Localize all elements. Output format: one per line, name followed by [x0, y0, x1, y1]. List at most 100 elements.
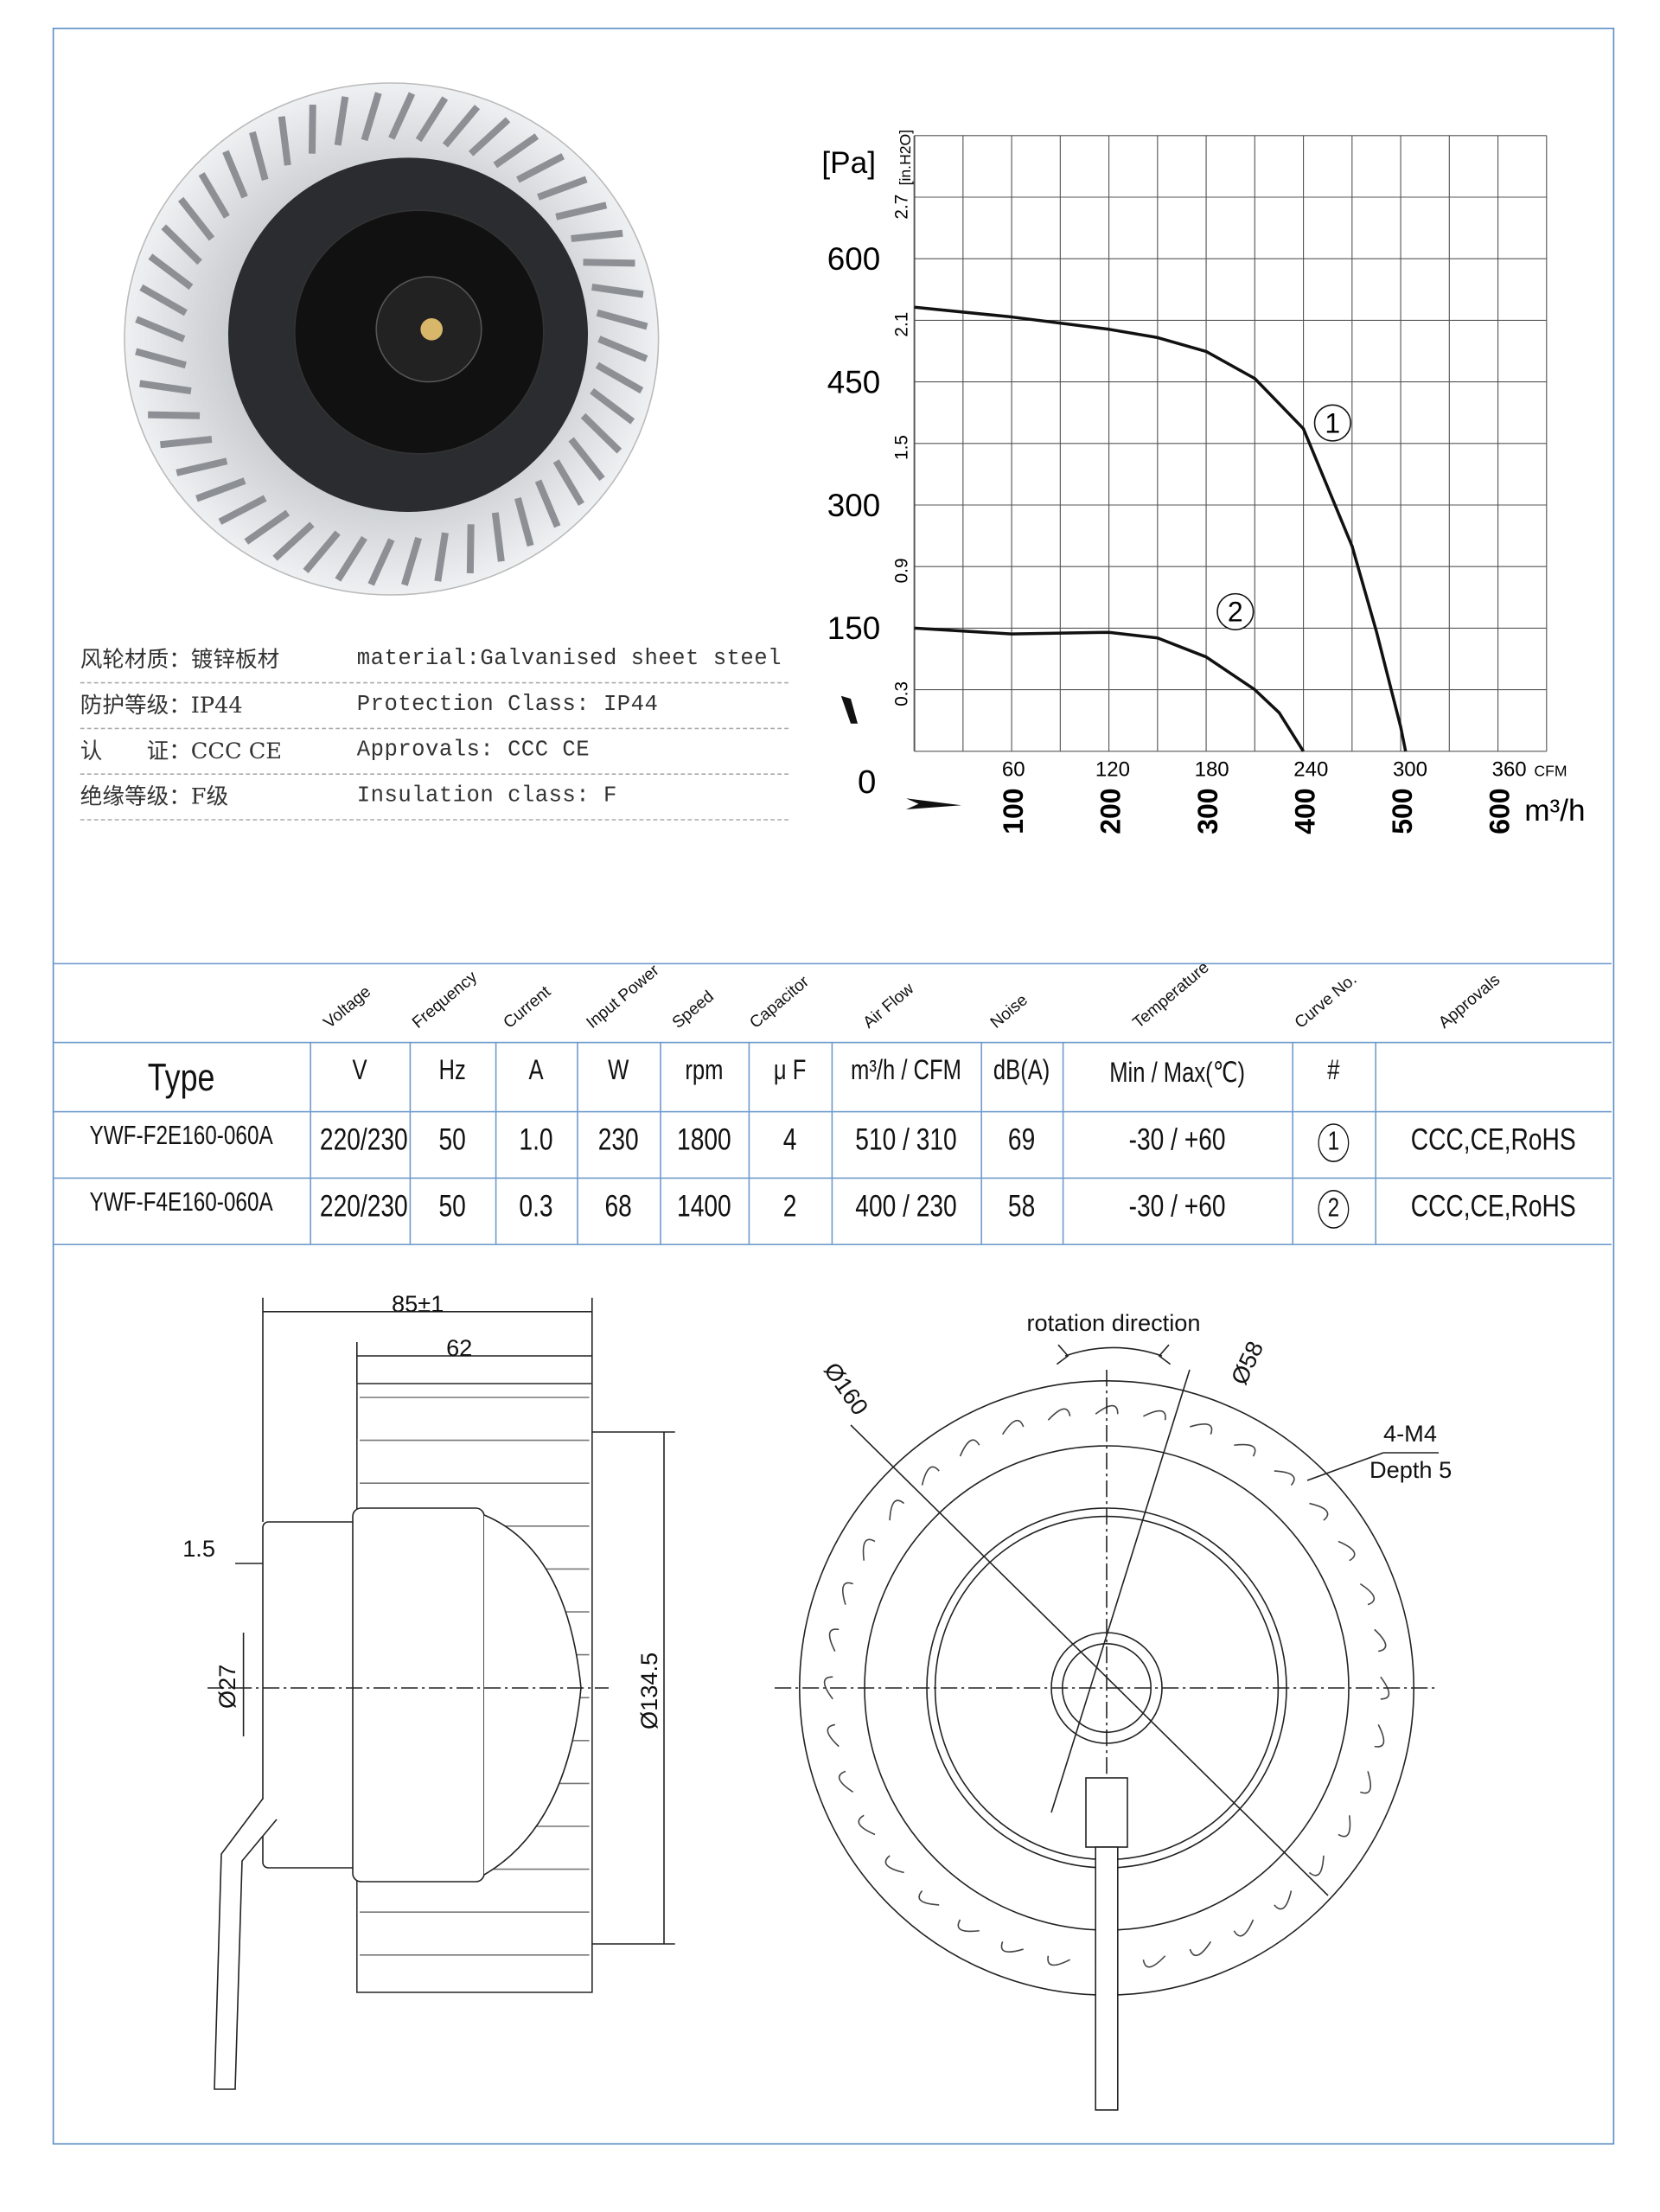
blade: [590, 387, 635, 425]
y2-tick-label: 0.3: [892, 681, 912, 706]
shaft-icon: [420, 318, 443, 341]
blade: [842, 1582, 853, 1605]
blade: [583, 259, 635, 267]
unit-cell-text: Type: [147, 1055, 215, 1099]
unit-cell: μ F: [757, 1056, 823, 1088]
blade: [1374, 1628, 1387, 1653]
unit-cell-text: #: [1327, 1055, 1340, 1086]
dim-hub-diameter: Ø27: [214, 1665, 240, 1709]
unit-cell: Hz: [418, 1056, 487, 1088]
blade: [537, 176, 588, 201]
unit-cell-text: W: [608, 1055, 629, 1086]
blade: [1000, 1941, 1024, 1953]
blade: [514, 497, 534, 547]
unit-cell-text: A: [528, 1055, 544, 1086]
cell-noise: 58: [989, 1188, 1055, 1224]
rotation-arrow-icon: [1064, 1346, 1163, 1357]
spec-cn: 防护等级：IP44: [80, 692, 243, 719]
unit-cell-text: dB(A): [993, 1055, 1050, 1086]
cell-speed: 1800: [668, 1122, 739, 1159]
blade: [823, 1676, 833, 1700]
cell-approvals: CCC,CE,RoHS: [1399, 1188, 1588, 1224]
rotation-direction-label: rotation direction: [1027, 1309, 1201, 1336]
table-column-divider: [1375, 1041, 1376, 1244]
cell-curve: 2: [1300, 1188, 1367, 1229]
cell-voltage: 220/230: [320, 1122, 408, 1159]
cell-noise-text: 58: [1007, 1188, 1036, 1224]
curve-label-circle: [1313, 404, 1351, 442]
table-top-line: [52, 962, 1612, 965]
table-line: [52, 1243, 1612, 1245]
blade: [596, 309, 648, 330]
cell-power-text: 68: [604, 1188, 632, 1224]
cell-curve-text: 1: [1318, 1123, 1350, 1162]
blade: [1189, 1940, 1212, 1957]
cell-voltage-text: 220/230: [319, 1122, 408, 1157]
blade: [278, 116, 291, 166]
x-tick-label: 100: [998, 788, 1029, 834]
blade: [308, 104, 316, 154]
blade: [959, 1439, 980, 1457]
table-column-divider: [310, 1041, 311, 1244]
unit-cell: rpm: [668, 1056, 739, 1088]
blade: [568, 437, 605, 482]
unit-cell-text: Hz: [438, 1055, 466, 1086]
y2-tick-label: 2.7: [892, 195, 912, 220]
cell-power: 68: [585, 1188, 652, 1224]
cell-current: 1.0: [503, 1122, 569, 1159]
blade: [222, 150, 248, 199]
y2-tick-label: 0.9: [892, 558, 912, 583]
x2-tick-label: 360: [1492, 758, 1527, 782]
cell-airflow: 400 / 230: [846, 1188, 966, 1224]
x-axis-arrow-icon: [906, 798, 961, 809]
table-column-divider: [831, 1041, 833, 1244]
blade: [388, 92, 416, 140]
cell-approvals: CCC,CE,RoHS: [1399, 1122, 1588, 1159]
side-view-drawing: 85±1 62 1.5 Ø27 Ø134.5: [182, 1290, 675, 2090]
fan-photo: [124, 82, 660, 596]
cell-temperature: -30 / +60: [1085, 1188, 1268, 1224]
spec-cn: 风轮材质：镀锌板材: [80, 646, 280, 673]
unit-cell-text: m³/h / CFM: [851, 1055, 961, 1086]
blade: [1233, 1919, 1255, 1937]
table-column-divider: [660, 1041, 661, 1244]
curve-label: 2: [1228, 597, 1243, 628]
cell-current: 0.3: [503, 1188, 569, 1224]
cell-airflow: 510 / 310: [846, 1122, 966, 1159]
cell-temperature-text: -30 / +60: [1128, 1188, 1226, 1224]
curve-1: [914, 305, 1408, 752]
unit-cell: W: [585, 1056, 652, 1088]
blade: [148, 253, 194, 291]
performance-chart: 121503004506000[Pa]0.30.91.52.12.7[in.H2…: [821, 130, 1585, 834]
spec-en: material:Galvanised sheet steel: [356, 646, 782, 671]
blade: [491, 512, 505, 562]
blade: [838, 1770, 854, 1793]
blade: [1047, 1408, 1071, 1421]
spec-en: Insulation class: F: [356, 783, 617, 809]
cell-voltage-text: 220/230: [319, 1188, 408, 1224]
blade: [135, 348, 187, 369]
y-zero-label: 0: [858, 764, 876, 801]
cable-outline: [1095, 1846, 1119, 2111]
blade: [1234, 1443, 1256, 1457]
y-tick-label: 300: [827, 488, 880, 523]
blade: [334, 96, 349, 146]
blade: [552, 459, 584, 506]
y-tick-label: 600: [827, 241, 880, 277]
x2-tick-label: 180: [1195, 758, 1229, 782]
blade: [139, 284, 188, 316]
unit-cell: Type: [79, 1056, 284, 1100]
x2-tick-label: 240: [1293, 758, 1328, 782]
y-axis-arrow-icon: [840, 695, 858, 724]
dimension-line: [1050, 1369, 1191, 1813]
dimension-line: [850, 1424, 1329, 1896]
cell-curve-text: 2: [1318, 1190, 1350, 1229]
unit-cell: Min / Max(℃): [1085, 1056, 1268, 1090]
y2-axis-label: [in.H2O]: [897, 130, 914, 186]
blade: [1338, 1815, 1351, 1838]
blade: [135, 316, 186, 342]
cable-gland: [1085, 1777, 1128, 1848]
cell-capacitor-text: 2: [782, 1188, 797, 1224]
cell-speed-text: 1400: [677, 1188, 731, 1224]
